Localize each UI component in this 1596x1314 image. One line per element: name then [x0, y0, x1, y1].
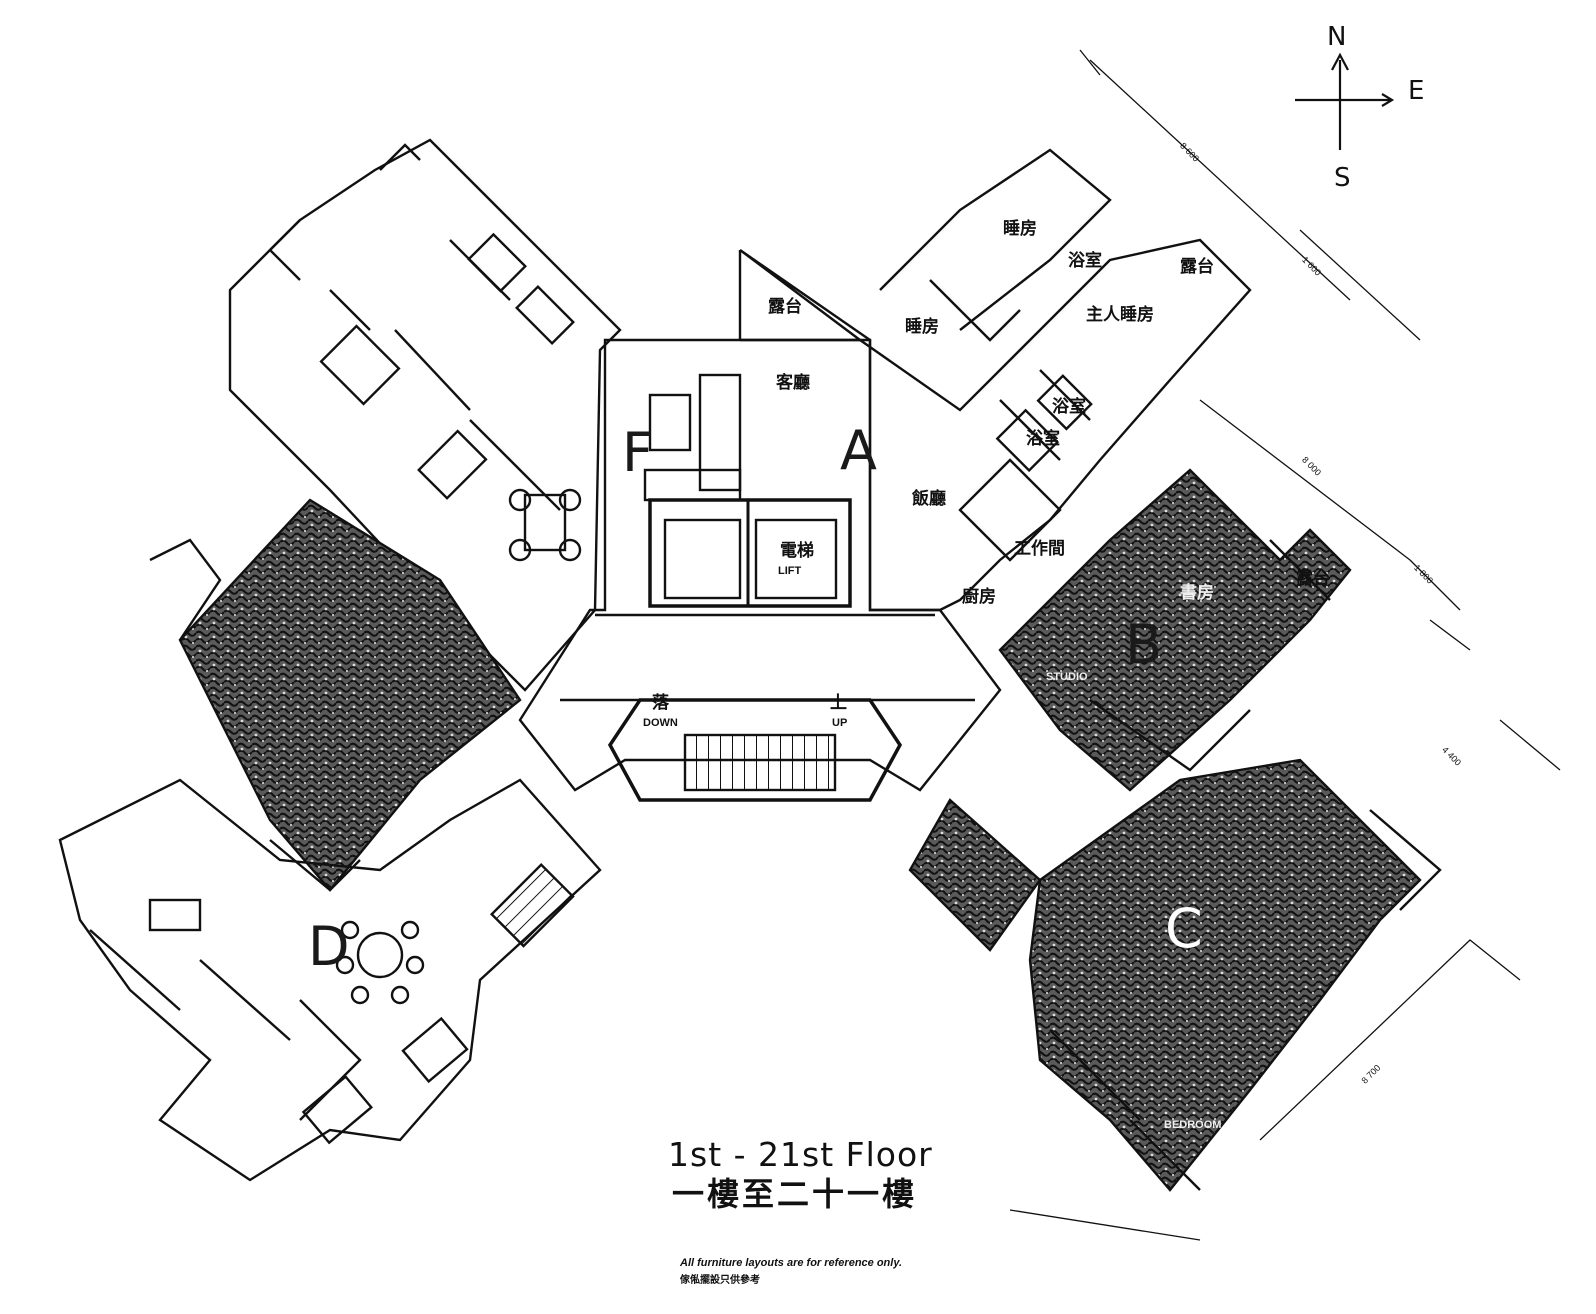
unit-e-outline	[149, 498, 522, 892]
room-living-label: 客廳	[776, 373, 810, 392]
room-work-label: 工作間	[1014, 539, 1065, 558]
unit-d-outline	[58, 778, 602, 1182]
stair-up-label-zh: 上	[830, 693, 847, 712]
room-bath-label: 浴室	[1026, 429, 1060, 448]
stair-up-label-en: UP	[832, 717, 848, 729]
stair-down-label-en: DOWN	[643, 717, 678, 729]
compass-south-label: S	[1334, 163, 1351, 193]
disclaimer-chinese: 傢俬擺設只供參考	[680, 1275, 760, 1286]
room-bedroom-label: 睡房	[1003, 219, 1037, 238]
room-dining-label: 飯廳	[912, 489, 946, 508]
unit-a-label: A	[840, 419, 877, 482]
floor-title-english: 1st - 21st Floor	[668, 1135, 933, 1174]
unit-c-label: C	[1165, 897, 1203, 960]
room-bedroom-label: 睡房	[905, 317, 939, 336]
unit-c-outline	[908, 758, 1442, 1192]
room-studio-label: STUDIO	[1046, 671, 1088, 683]
compass-east-label: E	[1408, 76, 1425, 106]
room-master-bedroom-label: 主人睡房	[1086, 305, 1154, 324]
unit-d-label: D	[308, 915, 350, 978]
room-bath-label: 浴室	[1068, 251, 1102, 270]
compass-arrows	[1295, 52, 1395, 150]
central-core	[518, 338, 1002, 792]
room-bath-label: 浴室	[1052, 397, 1086, 416]
unit-f-outline	[228, 138, 742, 692]
room-balcony-label: 露台	[1296, 569, 1330, 588]
lift-shaft	[648, 498, 852, 608]
room-study-label: 書房	[1180, 583, 1214, 602]
unit-a-outline	[738, 148, 1252, 612]
floor-title-chinese: 一樓至二十一樓	[672, 1175, 918, 1213]
room-bedroom-en-label: BEDROOM	[1164, 1119, 1222, 1131]
room-balcony-label: 露台	[1180, 257, 1214, 276]
compass-north-label: N	[1327, 22, 1347, 52]
dimension-lines	[1009, 49, 1561, 1241]
disclaimer-english: All furniture layouts are for reference …	[680, 1257, 903, 1269]
room-balcony-label: 露台	[768, 297, 802, 316]
lift-label-zh: 電梯	[780, 541, 814, 560]
lift-label-en: LIFT	[778, 565, 802, 577]
stair-down-label-zh: 落	[652, 693, 669, 712]
unit-b-label: B	[1125, 613, 1163, 676]
room-kitchen-label: 廚房	[962, 587, 996, 606]
staircase	[607, 698, 903, 802]
unit-f-label: F	[622, 421, 654, 484]
unit-b-outline	[998, 468, 1352, 792]
